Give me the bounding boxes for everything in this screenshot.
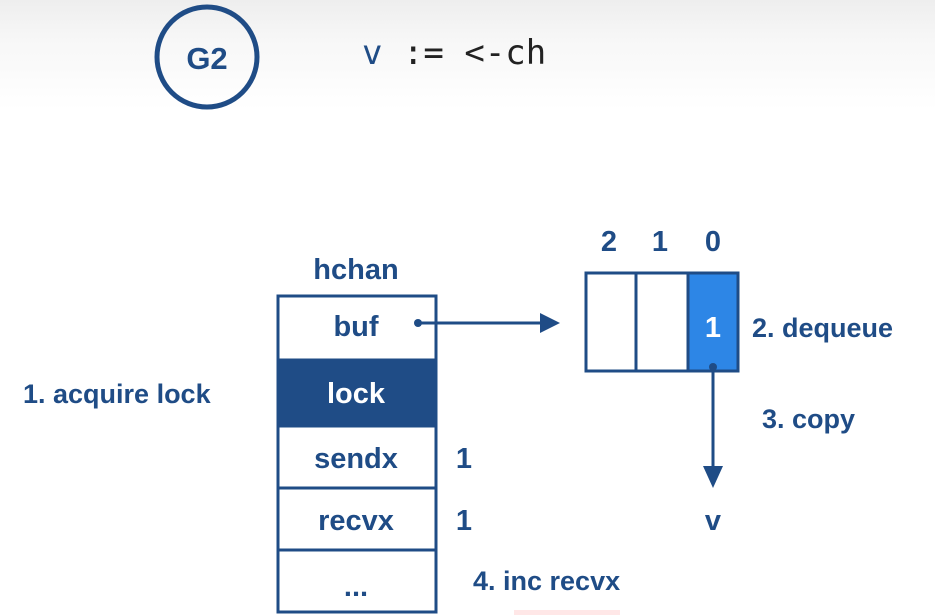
buffer-cell-0	[686, 271, 740, 373]
code-variable: v	[362, 33, 382, 73]
goroutine-circle	[154, 4, 260, 110]
hchan-struct: hchan buf lock sendx recvx ... 1 1	[276, 254, 472, 614]
sendx-value: 1	[456, 443, 472, 475]
buffer-index-2: 0	[705, 226, 721, 258]
hchan-lock-label: lock	[327, 378, 386, 410]
recvx-value: 1	[456, 505, 472, 537]
hchan-more-field	[276, 548, 438, 614]
buf-pointer-arrowhead	[540, 313, 560, 333]
copy-arrowhead	[703, 466, 723, 488]
hchan-more-label: ...	[344, 571, 368, 603]
bottom-highlight-mark	[514, 610, 620, 615]
buffer-cell-1	[634, 271, 690, 373]
hchan-title: hchan	[313, 254, 398, 286]
buffer-index-0: 2	[601, 226, 617, 258]
buf-pointer-arrow	[414, 313, 560, 333]
hchan-recvx-label: recvx	[318, 505, 394, 537]
goroutine-header: G2 v := <-ch	[154, 4, 546, 110]
buffer-cell-0-value: 1	[705, 312, 721, 344]
hchan-buf-label: buf	[333, 311, 378, 343]
hchan-recvx-field	[276, 486, 438, 552]
code-receive-expression: := <-ch	[382, 33, 546, 73]
hchan-sendx-field	[276, 424, 438, 490]
step-copy: 3. copy	[762, 404, 855, 434]
goroutine-label: G2	[186, 41, 227, 76]
receive-steps: 1. acquire lock 2. dequeue 3. copy 4. in…	[23, 313, 893, 596]
buffer-cell-2	[584, 271, 638, 373]
circular-buffer: 2 1 0 1	[584, 226, 740, 373]
copy-arrow: v	[703, 363, 723, 537]
hchan-sendx-label: sendx	[314, 443, 398, 475]
step-inc-recvx: 4. inc recvx	[473, 566, 620, 596]
step-acquire-lock: 1. acquire lock	[23, 379, 212, 409]
receive-code-line: v := <-ch	[362, 33, 546, 73]
step-dequeue: 2. dequeue	[752, 313, 893, 343]
destination-variable-label: v	[705, 505, 721, 537]
buffer-index-1: 1	[652, 226, 668, 258]
